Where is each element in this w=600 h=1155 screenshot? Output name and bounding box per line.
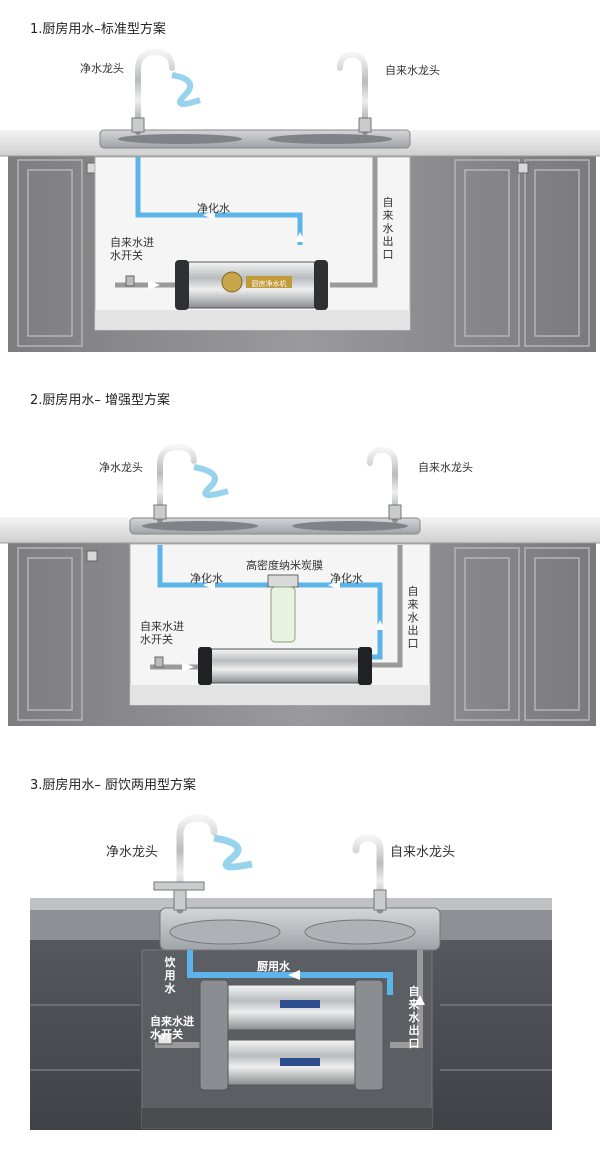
tap-faucet-label: 自来水龙头 — [418, 461, 473, 474]
purified-faucet-label: 净水龙头 — [80, 62, 124, 75]
purifier-unit — [204, 648, 366, 684]
purified-pipe — [157, 545, 270, 588]
purified-faucet-label: 净水龙头 — [99, 461, 143, 474]
purified-faucet-shape — [135, 48, 175, 135]
tap-outlet-label: 自来水出口 — [407, 585, 419, 650]
section-3-title: 3.厨房用水– 厨饮两用型方案 — [30, 778, 197, 793]
inlet-valve — [125, 275, 135, 287]
tap-faucet-shape — [337, 51, 368, 135]
purified-water-right-label: 净化水 — [330, 572, 363, 585]
tap-inlet-switch-label: 自来水进水开关 — [150, 1015, 194, 1041]
tap-inlet-switch-label: 自来水进水开关 — [110, 236, 154, 262]
membrane-head — [267, 574, 299, 588]
water-stream — [171, 72, 201, 107]
kitchen-water-label: 厨用水 — [257, 960, 290, 973]
membrane-cartridge — [270, 586, 296, 643]
section-1-scene: 厨房净水机 — [0, 48, 600, 352]
tap-inlet-switch-label: 自来水进水开关 — [140, 620, 184, 646]
tap-pipe — [390, 950, 423, 1048]
tap-pipe — [368, 545, 403, 668]
cabinet-handle — [517, 162, 529, 174]
purified-faucet-label: 净水龙头 — [106, 845, 159, 860]
purified-pipe — [135, 157, 303, 245]
section-3-scene — [30, 814, 552, 1130]
tap-outlet-label: 自来水出口 — [408, 985, 420, 1050]
purified-water-left-label: 净化水 — [190, 572, 223, 585]
svg-text:厨房净水机: 厨房净水机 — [252, 279, 287, 288]
section-2-title: 2.厨房用水– 增强型方案 — [30, 393, 171, 408]
tap-faucet-label: 自来水龙头 — [385, 64, 440, 77]
section-1-title: 1.厨房用水–标准型方案 — [30, 22, 166, 37]
tap-pipe — [330, 157, 378, 288]
purified-water-label: 净化水 — [197, 202, 230, 215]
tap-outlet-label: 自来水出口 — [382, 196, 394, 261]
section-2-scene — [0, 443, 600, 726]
membrane-label: 高密度纳米炭膜 — [246, 559, 323, 572]
drinking-water-label: 饮用水 — [164, 956, 176, 995]
tap-faucet-label: 自来水龙头 — [390, 845, 456, 860]
